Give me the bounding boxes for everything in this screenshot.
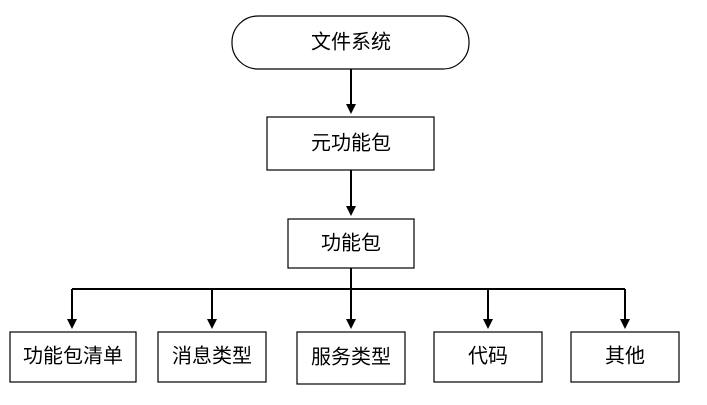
meta-package-label: 元功能包 [311, 131, 391, 155]
child-node-1 [9, 331, 137, 383]
meta-package-node [266, 116, 435, 171]
package-label: 功能包 [321, 231, 381, 255]
child-node-2 [157, 331, 267, 383]
root-node [231, 15, 470, 70]
child-node-4 [433, 331, 543, 383]
child-label-1: 功能包清单 [23, 344, 123, 368]
child-label-4: 代码 [468, 344, 508, 368]
child-node-5 [570, 331, 680, 383]
child-label-3: 服务类型 [311, 345, 391, 369]
child-label-2: 消息类型 [172, 344, 252, 368]
package-node [287, 218, 415, 269]
child-label-5: 其他 [605, 344, 645, 368]
child-node-3 [296, 331, 406, 385]
root-node-label: 文件系统 [311, 30, 391, 54]
